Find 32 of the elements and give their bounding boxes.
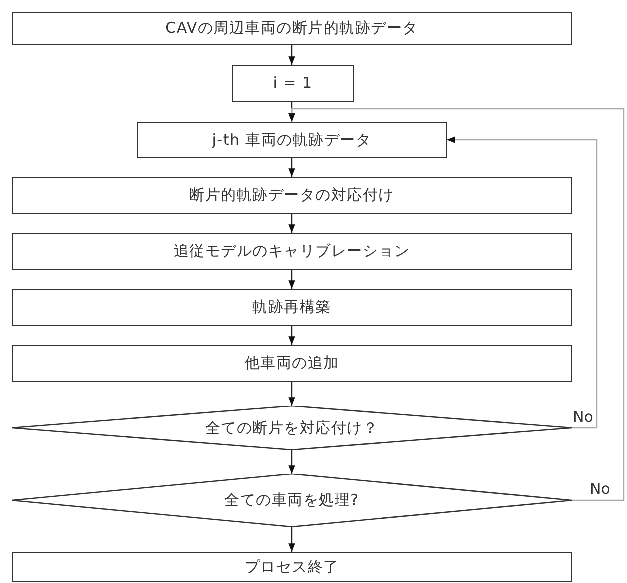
arrow: [288, 326, 296, 345]
node-text: 断片的軌跡データの対応付け: [190, 185, 394, 206]
arrow: [288, 214, 296, 233]
arrow: [288, 382, 296, 406]
arrow: [288, 450, 296, 474]
process-box: [12, 12, 572, 45]
arrow: [288, 527, 296, 552]
node-text: CAVの周辺車両の断片的軌跡データ: [166, 18, 418, 40]
process-box: [12, 552, 572, 582]
node-text: 軌跡再構築: [252, 297, 332, 318]
process-box: [12, 233, 572, 270]
process-box: [137, 122, 447, 158]
node-text: 追従モデルのキャリブレーション: [174, 241, 410, 262]
arrow: [447, 136, 598, 429]
decision-diamond: [12, 406, 572, 450]
node-text: 全ての断片を対応付け？: [205, 418, 379, 439]
node-text: プロセス終了: [244, 556, 340, 578]
node-text: j-th 車両の軌跡データ: [212, 130, 372, 151]
arrow: [288, 270, 296, 289]
edge-label: No: [590, 482, 610, 497]
process-box: [12, 177, 572, 214]
arrow: [288, 45, 296, 65]
node-text: i = 1: [273, 73, 313, 94]
arrow: [288, 158, 296, 177]
process-box: [12, 289, 572, 326]
edge-label: No: [573, 410, 594, 425]
node-text: 他車両の追加: [244, 353, 340, 374]
arrow: [288, 108, 625, 502]
process-box: [12, 345, 572, 382]
node-text: 全ての車両を処理?: [224, 490, 360, 512]
process-box: [232, 65, 354, 102]
decision-diamond: [12, 474, 572, 527]
